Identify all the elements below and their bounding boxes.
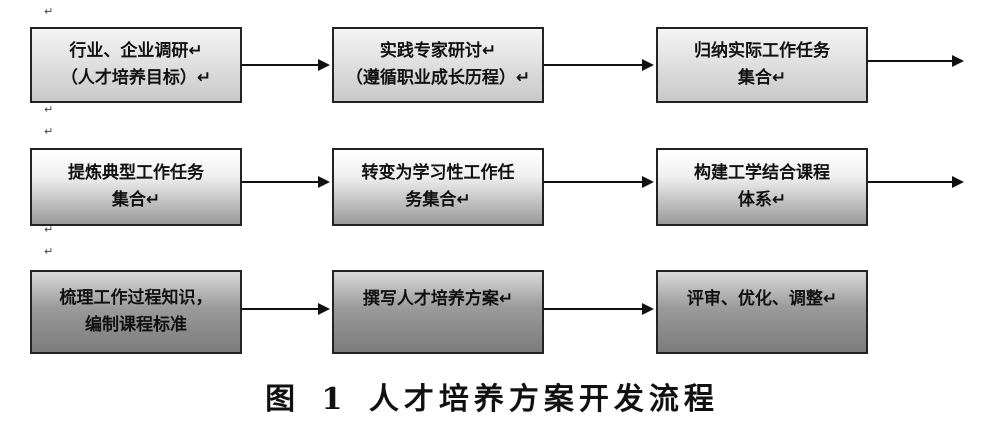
arrow-step-8-to-9	[544, 303, 654, 315]
arrow-row-1-exit	[868, 55, 964, 67]
flow-step-8: 撰写人才培养方案↵	[332, 270, 544, 354]
flow-step-2: 实践专家研讨↵ （遵循职业成长历程）↵	[332, 27, 544, 103]
step-5-line-1: 转变为学习性工作任	[361, 163, 515, 183]
flow-step-3: 归纳实际工作任务 集合↵	[656, 27, 868, 103]
step-1-line-2: （人才培养目标）↵	[60, 68, 212, 88]
arrow-step-2-to-3	[544, 59, 654, 71]
step-6-line-1: 构建工学结合课程	[694, 163, 830, 183]
arrow-row-2-exit	[868, 176, 964, 188]
step-2-line-2: （遵循职业成长历程）↵	[345, 68, 531, 88]
flow-step-4: 提炼典型工作任务 集合↵	[30, 148, 242, 226]
flow-step-7: 梳理工作过程知识， 编制课程标准	[30, 270, 242, 354]
paragraph-mark: ↵	[44, 245, 54, 258]
flow-step-1: 行业、企业调研↵ （人才培养目标）↵	[30, 27, 242, 103]
flow-step-5: 转变为学习性工作任 务集合↵	[332, 148, 544, 226]
step-5-line-2: 务集合↵	[405, 190, 471, 210]
step-4-line-1: 提炼典型工作任务	[68, 163, 204, 183]
arrow-step-4-to-5	[242, 176, 330, 188]
step-3-line-2: 集合↵	[737, 68, 787, 88]
step-1-line-1: 行业、企业调研↵	[69, 41, 203, 61]
flow-step-6: 构建工学结合课程 体系↵	[656, 148, 868, 226]
step-7-line-2: 编制课程标准	[85, 315, 187, 335]
step-3-line-1: 归纳实际工作任务	[694, 41, 830, 61]
paragraph-mark: ↵	[44, 223, 54, 236]
step-4-line-2: 集合↵	[111, 190, 161, 210]
figure-caption: 图 1 人才培养方案开发流程	[265, 382, 719, 417]
arrow-step-7-to-8	[242, 303, 330, 315]
step-9-line-1: 评审、优化、调整↵	[686, 289, 838, 309]
paragraph-mark: ↵	[44, 125, 54, 138]
step-6-line-2: 体系↵	[737, 190, 787, 210]
arrow-step-5-to-6	[544, 176, 654, 188]
flow-step-9: 评审、优化、调整↵	[656, 270, 868, 354]
paragraph-mark: ↵	[44, 5, 54, 18]
arrow-step-1-to-2	[242, 59, 330, 71]
paragraph-mark: ↵	[44, 103, 54, 116]
step-8-line-1: 撰写人才培养方案↵	[362, 289, 514, 309]
step-7-line-1: 梳理工作过程知识，	[59, 288, 213, 308]
step-2-line-1: 实践专家研讨↵	[379, 41, 497, 61]
